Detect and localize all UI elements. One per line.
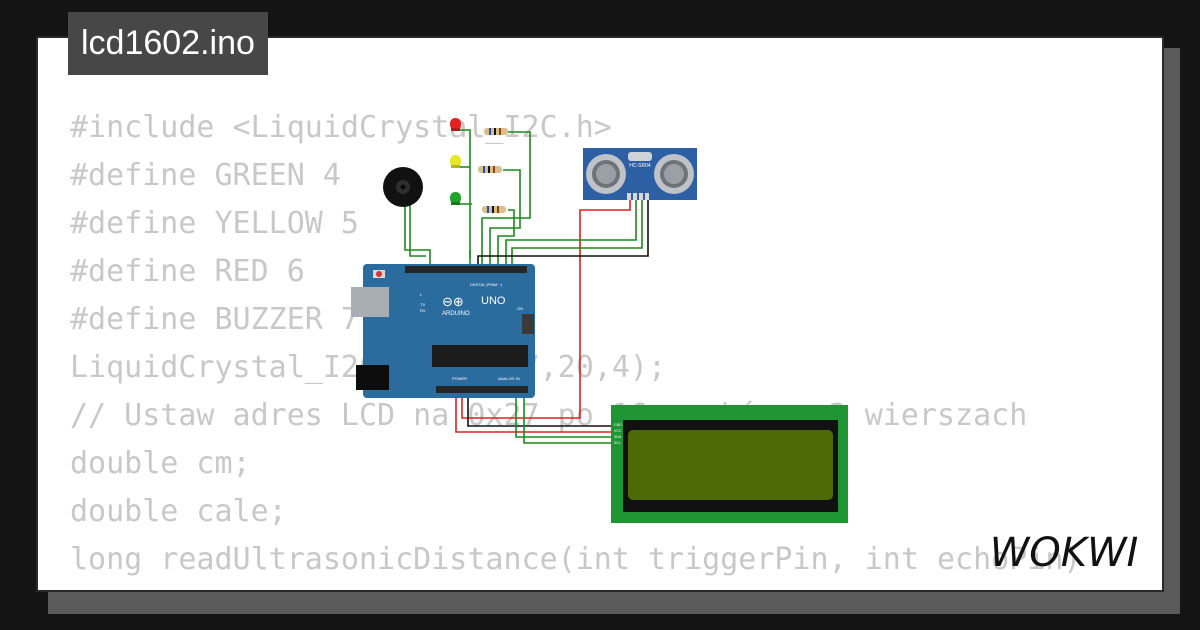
wokwi-logo: WOKWI	[990, 530, 1139, 576]
resistor[interactable]	[482, 206, 506, 213]
tx-label: TX	[420, 302, 425, 307]
wokwi-logo-text: WOKWI	[990, 530, 1139, 576]
arduino-model: UNO	[481, 295, 506, 307]
code-line: long readUltrasonicDistance(int triggerP…	[70, 542, 1082, 577]
yellow-led[interactable]	[450, 155, 461, 168]
lcd-pin-label: VCC	[614, 429, 622, 433]
code-line: #define BUZZER 7	[70, 302, 359, 337]
digital-label: DIGITAL (PWM ~)	[470, 282, 503, 287]
preview-card[interactable]: #include <LiquidCrystal_I2C.h> #define GR…	[36, 36, 1164, 592]
green-led[interactable]	[450, 192, 461, 205]
code-line: double cale;	[70, 494, 287, 529]
lcd-pin-label: GND	[614, 423, 622, 427]
lcd-display[interactable]: GND VCC SDA SCL	[611, 405, 848, 523]
power-label: POWER	[452, 376, 467, 381]
arduino-brand: ARDUINO	[442, 311, 470, 317]
resistor[interactable]	[478, 166, 502, 173]
wires	[404, 129, 649, 444]
on-label: ON	[517, 306, 523, 311]
project-title: lcd1602.ino	[68, 12, 268, 75]
lcd-pin-label: SDA	[614, 435, 622, 439]
resistor[interactable]	[484, 128, 508, 135]
ultrasonic-sensor[interactable]: HC-SR04	[583, 148, 697, 200]
buzzer[interactable]	[383, 167, 423, 207]
red-led[interactable]	[450, 118, 461, 131]
rx-label: RX	[420, 308, 426, 313]
code-line: #define GREEN 4	[70, 158, 341, 193]
code-line: #define RED 6	[70, 254, 305, 289]
sensor-label: HC-SR04	[629, 163, 651, 169]
arduino-uno-board[interactable]: ⊖⊕ UNO ARDUINO DIGITAL (PWM ~) ANALOG IN…	[351, 264, 535, 398]
analog-label: ANALOG IN	[498, 376, 520, 381]
code-line: #define YELLOW 5	[70, 206, 359, 241]
code-line: double cm;	[70, 446, 251, 481]
arduino-logo-icon: ⊖⊕	[442, 294, 464, 309]
l-label: L	[420, 292, 423, 297]
lcd-pin-label: SCL	[614, 441, 621, 445]
code-line: #include <LiquidCrystal_I2C.h>	[70, 110, 612, 145]
